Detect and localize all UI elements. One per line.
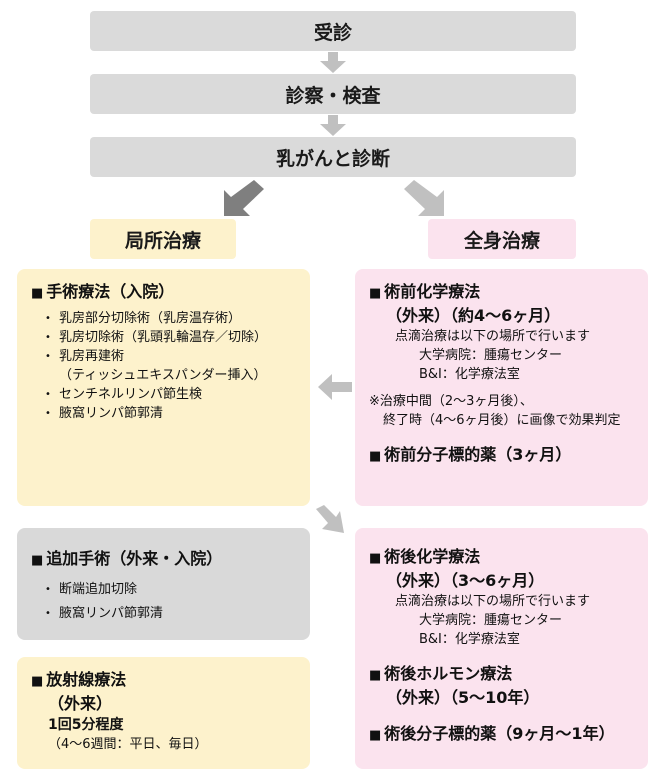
adjuvant-hormone-subtitle: （外来）（5～10年）	[386, 688, 540, 707]
list-item: 乳房再建術 （ティッシュエキスパンダー挿入）	[45, 347, 296, 385]
square-bullet-icon: ■	[369, 449, 382, 464]
square-bullet-icon: ■	[31, 553, 44, 568]
adjuvant-chemo-subtitle: （外来）（3～6ヶ月）	[386, 571, 545, 590]
list-item: 腋窩リンパ節郭清	[45, 602, 296, 626]
adjuvant-hormone-title: 術後ホルモン療法	[384, 664, 513, 683]
adjuvant-panel: ■術後化学療法 （外来）（3～6ヶ月） 点滴治療は以下の場所で行います 大学病院…	[355, 528, 648, 769]
square-bullet-icon: ■	[369, 551, 382, 566]
adjuvant-place-2: B&I：化学療法室	[419, 632, 520, 647]
radiation-panel: ■放射線療法 （外来） 1回5分程度 （4～6週間：平日、毎日）	[17, 657, 310, 769]
step-examination: 診察・検査	[90, 74, 576, 114]
neoadjuvant-eval-2: 終了時（4～6ヶ月後）に画像で効果判定	[383, 413, 621, 428]
square-bullet-icon: ■	[369, 286, 382, 301]
branch-arrow-left	[224, 180, 264, 216]
radiation-dose: 1回5分程度	[48, 717, 124, 733]
step-consultation: 受診	[90, 11, 576, 51]
adjuvant-chemo-title: 術後化学療法	[384, 547, 481, 566]
square-bullet-icon: ■	[369, 728, 382, 743]
surgery-panel: ■手術療法（入院） 乳房部分切除術（乳房温存術） 乳房切除術（乳頭乳輪温存／切除…	[17, 269, 310, 506]
down-arrow-2	[320, 115, 346, 136]
radiation-subtitle: （外来）	[48, 694, 113, 713]
step-examination-label: 診察・検査	[285, 84, 381, 107]
branch-arrow-right	[404, 180, 444, 216]
adjuvant-targeted-heading: ■術後分子標的薬（9ヶ月～1年）	[369, 723, 634, 747]
adjuvant-place-1: 大学病院：腫瘍センター	[419, 613, 563, 628]
list-item: 乳房部分切除術（乳房温存術）	[45, 309, 296, 328]
square-bullet-icon: ■	[369, 668, 382, 683]
neoadjuvant-subtitle: （外来）（約4～6ヶ月）	[386, 306, 561, 325]
square-bullet-icon: ■	[31, 674, 44, 689]
surgery-heading: ■手術療法（入院）	[31, 281, 296, 305]
step-diagnosis-label: 乳がんと診断	[275, 147, 390, 170]
neoadjuvant-panel: ■術前化学療法 （外来）（約4～6ヶ月） 点滴治療は以下の場所で行います 大学病…	[355, 269, 648, 506]
systemic-treatment-label: 全身治療	[428, 219, 576, 259]
surgery-title: 手術療法（入院）	[46, 282, 175, 301]
neoadjuvant-place-1: 大学病院：腫瘍センター	[419, 348, 563, 363]
additional-title: 追加手術（外来・入院）	[46, 549, 223, 568]
neoadjuvant-targeted-heading: ■術前分子標的薬（3ヶ月）	[369, 444, 634, 468]
additional-list: 断端追加切除 腋窩リンパ節郭清	[31, 578, 296, 626]
neoadjuvant-eval-1: ※治療中間（2～3ヶ月後）、	[369, 394, 533, 409]
radiation-schedule: （4～6週間：平日、毎日）	[48, 737, 208, 752]
left-arrow	[318, 374, 352, 400]
adjuvant-chemo-heading: ■術後化学療法	[369, 546, 634, 570]
adjuvant-targeted: 術後分子標的薬（9ヶ月～1年）	[384, 724, 615, 743]
square-bullet-icon: ■	[31, 286, 44, 301]
step-diagnosis: 乳がんと診断	[90, 137, 576, 177]
diagonal-arrow	[316, 505, 344, 533]
list-item-text-cont: （ティッシュエキスパンダー挿入）	[59, 368, 267, 383]
surgery-list: 乳房部分切除術（乳房温存術） 乳房切除術（乳頭乳輪温存／切除） 乳房再建術 （テ…	[31, 309, 296, 423]
additional-heading: ■追加手術（外来・入院）	[31, 548, 296, 572]
neoadjuvant-note: 点滴治療は以下の場所で行います	[395, 329, 591, 344]
neoadjuvant-targeted: 術前分子標的薬（3ヶ月）	[384, 445, 572, 464]
adjuvant-hormone-heading: ■術後ホルモン療法	[369, 663, 634, 687]
list-item-text: 乳房再建術	[59, 349, 125, 364]
neoadjuvant-heading: ■術前化学療法	[369, 281, 634, 305]
step-consultation-label: 受診	[313, 21, 352, 44]
list-item: 乳房切除術（乳頭乳輪温存／切除）	[45, 328, 296, 347]
radiation-heading: ■放射線療法	[31, 669, 296, 693]
list-item: 断端追加切除	[45, 578, 296, 602]
systemic-treatment-text: 全身治療	[463, 229, 540, 252]
down-arrow-1	[320, 52, 346, 73]
additional-surgery-panel: ■追加手術（外来・入院） 断端追加切除 腋窩リンパ節郭清	[17, 528, 310, 640]
local-treatment-text: 局所治療	[124, 229, 201, 252]
neoadjuvant-title: 術前化学療法	[384, 282, 481, 301]
list-item: 腋窩リンパ節郭清	[45, 404, 296, 423]
local-treatment-label: 局所治療	[90, 219, 236, 259]
radiation-title: 放射線療法	[46, 670, 127, 689]
neoadjuvant-place-2: B&I：化学療法室	[419, 367, 520, 382]
adjuvant-note: 点滴治療は以下の場所で行います	[395, 594, 591, 609]
list-item: センチネルリンパ節生検	[45, 385, 296, 404]
